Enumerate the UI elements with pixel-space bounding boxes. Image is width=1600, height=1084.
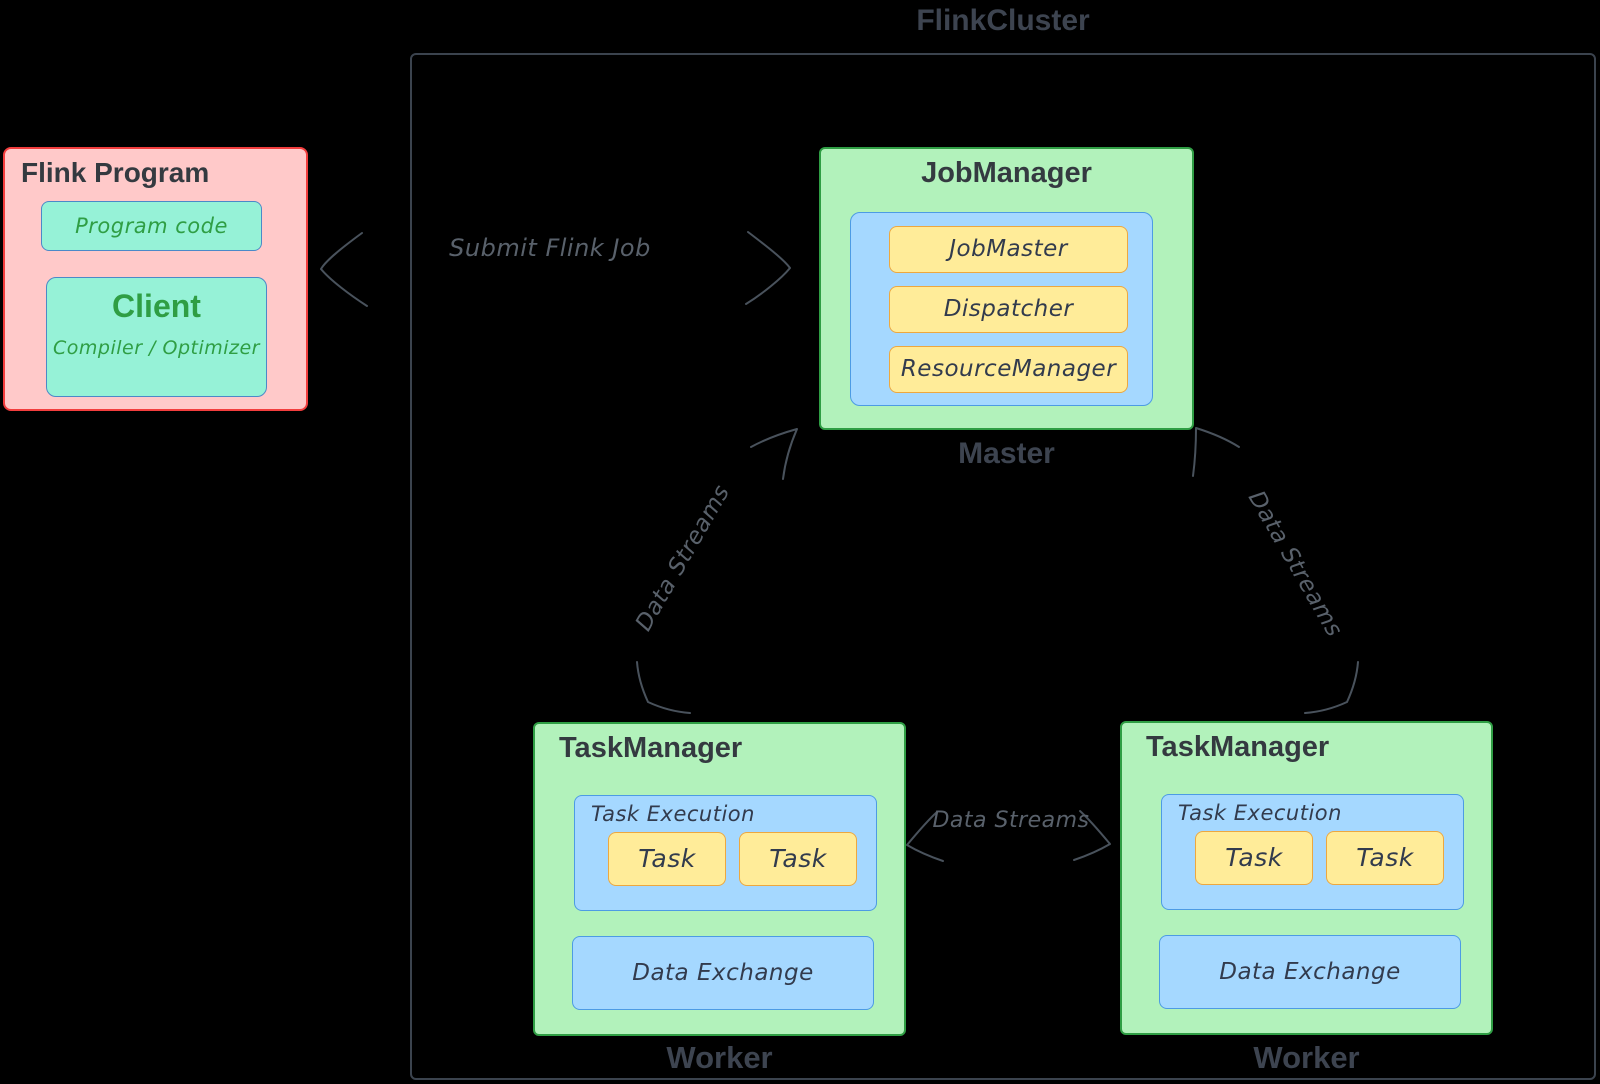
task-execution-left-box: Task Execution Task Task (574, 795, 877, 911)
master-role-label: Master (958, 437, 1055, 470)
job-manager-box: JobManager JobMaster Dispatcher Resource… (819, 147, 1194, 430)
program-code-box: Program code (41, 201, 262, 251)
task-label: Task (1225, 843, 1283, 872)
arrowhead-left-icon (320, 232, 368, 307)
data-streams-middle-label: Data Streams (932, 808, 1090, 833)
task-label: Task (1356, 843, 1414, 872)
task-manager-right-box: TaskManager Task Execution Task Task Dat… (1120, 721, 1493, 1035)
resource-manager-box: ResourceManager (889, 346, 1128, 393)
task-box: Task (608, 832, 726, 886)
client-box: Client Compiler / Optimizer (46, 277, 267, 397)
dispatcher-label: Dispatcher (943, 296, 1074, 322)
program-code-label: Program code (75, 214, 228, 238)
flink-cluster-boundary (410, 53, 1596, 1080)
task-box: Task (1195, 831, 1313, 885)
task-label: Task (638, 844, 696, 873)
data-exchange-right-label: Data Exchange (1219, 959, 1401, 985)
client-subtitle: Compiler / Optimizer (52, 337, 260, 359)
flink-cluster-title: FlinkCluster (916, 4, 1090, 37)
job-master-label: JobMaster (949, 236, 1068, 262)
dispatcher-box: Dispatcher (889, 286, 1128, 333)
task-manager-left-box: TaskManager Task Execution Task Task Dat… (533, 722, 906, 1036)
job-manager-components-box: JobMaster Dispatcher ResourceManager (850, 212, 1153, 406)
task-execution-left-label: Task Execution (591, 802, 755, 826)
task-execution-right-box: Task Execution Task Task (1161, 794, 1464, 910)
flink-program-title: Flink Program (21, 157, 210, 188)
task-box: Task (1326, 831, 1444, 885)
job-manager-title: JobManager (921, 157, 1092, 189)
data-exchange-left-box: Data Exchange (572, 936, 874, 1010)
flink-program-box: Flink Program Program code Client Compil… (3, 147, 308, 411)
submit-flink-job-label: Submit Flink Job (449, 234, 651, 262)
data-exchange-left-label: Data Exchange (632, 960, 814, 986)
task-manager-left-title: TaskManager (559, 732, 743, 764)
resource-manager-label: ResourceManager (900, 356, 1117, 382)
task-box: Task (739, 832, 857, 886)
client-title: Client (112, 288, 201, 324)
worker-right-label: Worker (1253, 1040, 1360, 1075)
task-execution-right-label: Task Execution (1178, 801, 1342, 825)
data-exchange-right-box: Data Exchange (1159, 935, 1461, 1009)
task-label: Task (769, 844, 827, 873)
job-master-box: JobMaster (889, 226, 1128, 273)
task-manager-right-title: TaskManager (1146, 731, 1330, 763)
worker-left-label: Worker (666, 1040, 773, 1075)
